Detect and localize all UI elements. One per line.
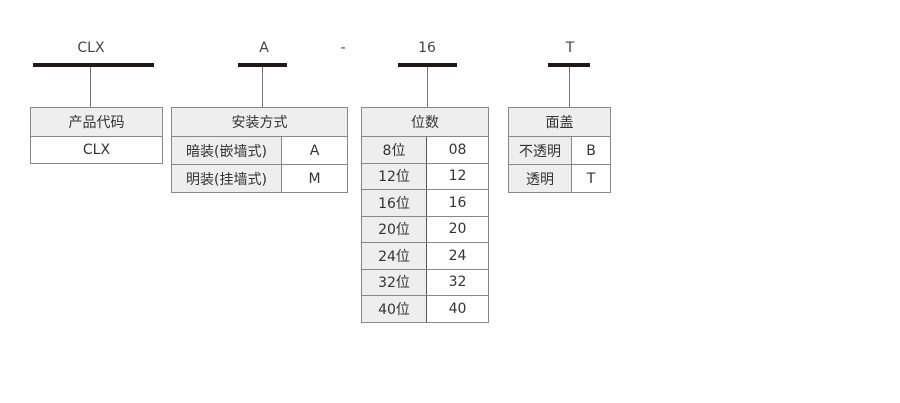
cover-row-label: 透明 bbox=[508, 164, 572, 193]
product-code-value: CLX bbox=[30, 136, 163, 164]
cover-row-label: 不透明 bbox=[508, 136, 572, 165]
product-code-table: 产品代码 CLX bbox=[30, 107, 163, 164]
digits-row-value: 16 bbox=[426, 189, 489, 217]
install-row-label: 明装(挂墙式) bbox=[171, 164, 282, 193]
code-install: A bbox=[259, 40, 269, 56]
cover-row-value: T bbox=[571, 164, 611, 193]
digits-row-value: 40 bbox=[426, 295, 489, 323]
digits-row-label: 40位 bbox=[361, 295, 427, 323]
product-code-title: 产品代码 bbox=[30, 107, 163, 137]
code-product: CLX bbox=[77, 40, 105, 56]
bar-digits bbox=[398, 63, 457, 67]
digits-row-label: 8位 bbox=[361, 136, 427, 164]
table-row: 20位 20 bbox=[361, 215, 489, 243]
table-row: 16位 16 bbox=[361, 189, 489, 217]
cover-row-value: B bbox=[571, 136, 611, 165]
digits-table: 位数 8位 08 12位 12 16位 16 20位 20 24位 24 32位… bbox=[361, 107, 489, 323]
bar-cover bbox=[548, 63, 590, 67]
table-row: 明装(挂墙式) M bbox=[171, 164, 348, 193]
digits-row-value: 20 bbox=[426, 215, 489, 243]
digits-row-label: 16位 bbox=[361, 189, 427, 217]
digits-row-value: 08 bbox=[426, 136, 489, 164]
digits-row-label: 12位 bbox=[361, 162, 427, 190]
table-row: 24位 24 bbox=[361, 242, 489, 270]
connector-cover bbox=[569, 67, 570, 107]
table-row: 暗装(嵌墙式) A bbox=[171, 136, 348, 165]
connector-product bbox=[90, 67, 91, 107]
install-row-value: M bbox=[281, 164, 348, 193]
digits-row-label: 20位 bbox=[361, 215, 427, 243]
connector-install bbox=[262, 67, 263, 107]
table-row: 不透明 B bbox=[508, 136, 611, 165]
cover-title: 面盖 bbox=[508, 107, 611, 137]
table-row: 透明 T bbox=[508, 164, 611, 193]
bar-install bbox=[238, 63, 287, 67]
digits-row-label: 32位 bbox=[361, 268, 427, 296]
install-row-value: A bbox=[281, 136, 348, 165]
table-row: 32位 32 bbox=[361, 268, 489, 296]
table-row: 40位 40 bbox=[361, 295, 489, 323]
digits-row-value: 12 bbox=[426, 162, 489, 190]
bar-product bbox=[33, 63, 154, 67]
install-row-label: 暗装(嵌墙式) bbox=[171, 136, 282, 165]
digits-row-value: 32 bbox=[426, 268, 489, 296]
cover-table: 面盖 不透明 B 透明 T bbox=[508, 107, 611, 193]
digits-row-label: 24位 bbox=[361, 242, 427, 270]
code-digits: 16 bbox=[418, 40, 436, 56]
digits-title: 位数 bbox=[361, 107, 489, 137]
table-row: 12位 12 bbox=[361, 162, 489, 190]
table-row: 8位 08 bbox=[361, 136, 489, 164]
install-method-title: 安装方式 bbox=[171, 107, 348, 137]
connector-digits bbox=[427, 67, 428, 107]
digits-row-value: 24 bbox=[426, 242, 489, 270]
code-cover: T bbox=[565, 40, 575, 56]
install-method-table: 安装方式 暗装(嵌墙式) A 明装(挂墙式) M bbox=[171, 107, 348, 193]
code-separator: - bbox=[340, 40, 346, 56]
